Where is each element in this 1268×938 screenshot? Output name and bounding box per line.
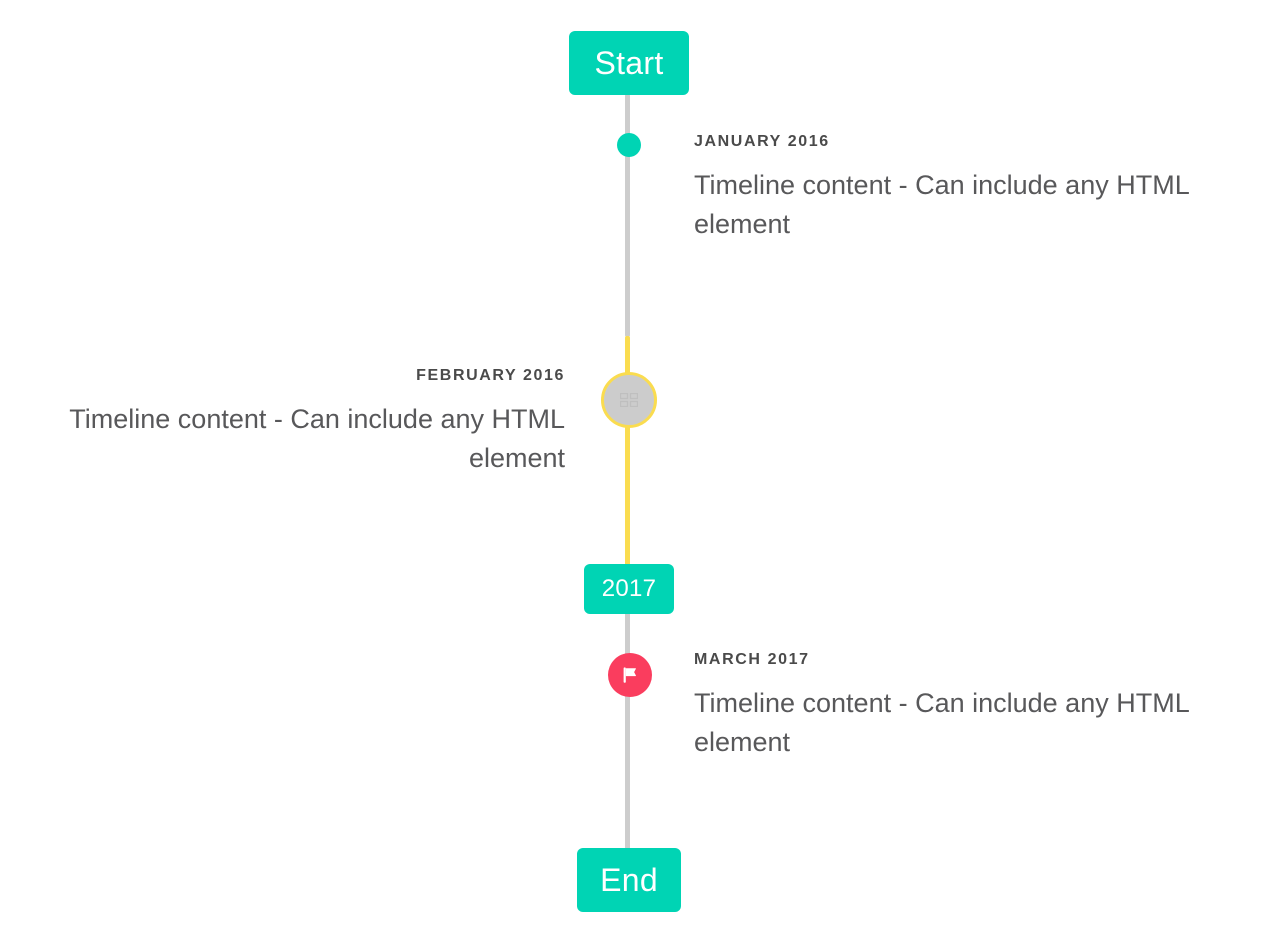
timeline-entry-date: MARCH 2017 (694, 651, 810, 668)
timeline-start-label[interactable]: Start (569, 31, 689, 95)
timeline-entry-content: Timeline content - Can include any HTML … (694, 688, 1189, 758)
timeline-entry-date: FEBRUARY 2016 (416, 367, 565, 384)
timeline-entry-content: Timeline content - Can include any HTML … (694, 170, 1189, 240)
timeline-line-segment-bottom (625, 610, 630, 850)
broken-image-icon (619, 392, 639, 408)
timeline-line-segment-top (625, 94, 630, 337)
flag-icon (619, 664, 641, 686)
timeline-entry-march: MARCH 2017 Timeline content - Can includ… (694, 652, 1224, 763)
timeline-entry-january: JANUARY 2016 Timeline content - Can incl… (694, 134, 1224, 245)
timeline-year-label-2017[interactable]: 2017 (584, 564, 674, 614)
timeline-end-label[interactable]: End (577, 848, 681, 912)
timeline-entry-content: Timeline content - Can include any HTML … (69, 404, 565, 474)
timeline-marker-flag-march[interactable] (608, 653, 652, 697)
timeline-marker-dot-january[interactable] (617, 133, 641, 157)
timeline-entry-february: FEBRUARY 2016 Timeline content - Can inc… (40, 368, 565, 479)
timeline-marker-image-february[interactable] (601, 372, 657, 428)
timeline-entry-date: JANUARY 2016 (694, 133, 830, 150)
timeline-line-segment-yellow (625, 336, 630, 568)
